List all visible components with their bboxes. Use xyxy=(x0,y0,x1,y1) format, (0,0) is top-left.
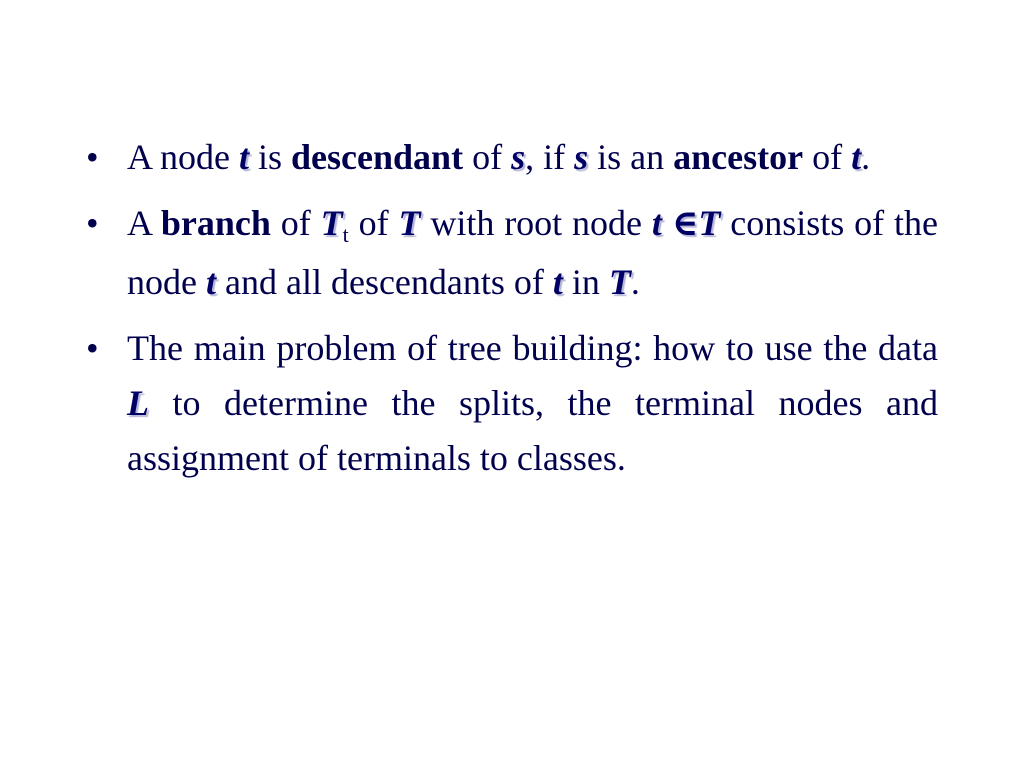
bullet-tree-building-problem: • The main problem of tree building: how… xyxy=(86,321,938,486)
element-of-T: ∈T xyxy=(671,203,721,243)
bullet-branch-definition: • A branch of Tt of T with root node t ∈… xyxy=(86,196,938,310)
term-ancestor: ancestor xyxy=(673,137,804,177)
text: of xyxy=(348,203,399,243)
text: to determine the splits, the terminal no… xyxy=(127,383,938,478)
variable-L: L xyxy=(127,383,149,423)
variable-t: t xyxy=(651,203,662,243)
variable-t: t xyxy=(239,137,250,177)
bullet-marker: • xyxy=(86,203,99,243)
text: consists of the node xyxy=(127,203,938,302)
variable-s: s xyxy=(574,137,589,177)
text: A node xyxy=(127,137,239,177)
text: of xyxy=(803,137,852,177)
bullet-descendant-definition: • A node t is descendant of s, if s is a… xyxy=(86,130,938,185)
variable-t: t xyxy=(851,137,862,177)
text: The main problem of tree building: how t… xyxy=(127,328,938,368)
text xyxy=(662,203,672,243)
variable-T: T xyxy=(320,203,343,243)
text: in xyxy=(562,262,609,302)
bullet-marker: • xyxy=(86,328,99,368)
text: with root node xyxy=(420,203,652,243)
text: and all descendants of xyxy=(216,262,553,302)
variable-T: T xyxy=(608,262,631,302)
text: is an xyxy=(588,137,674,177)
variable-s: s xyxy=(511,137,526,177)
slide-bullet-list: • A node t is descendant of s, if s is a… xyxy=(86,130,938,497)
text: is xyxy=(249,137,292,177)
variable-t: t xyxy=(552,262,563,302)
text: . xyxy=(630,262,640,302)
text: . xyxy=(861,137,871,177)
text: of xyxy=(270,203,321,243)
bullet-marker: • xyxy=(86,137,99,177)
subscript-t: t xyxy=(342,222,349,247)
term-branch: branch xyxy=(160,203,271,243)
variable-T: T xyxy=(398,203,421,243)
text: , if xyxy=(525,137,575,177)
text: of xyxy=(463,137,512,177)
text: A xyxy=(127,203,161,243)
variable-t: t xyxy=(205,262,216,302)
term-descendant: descendant xyxy=(291,137,464,177)
